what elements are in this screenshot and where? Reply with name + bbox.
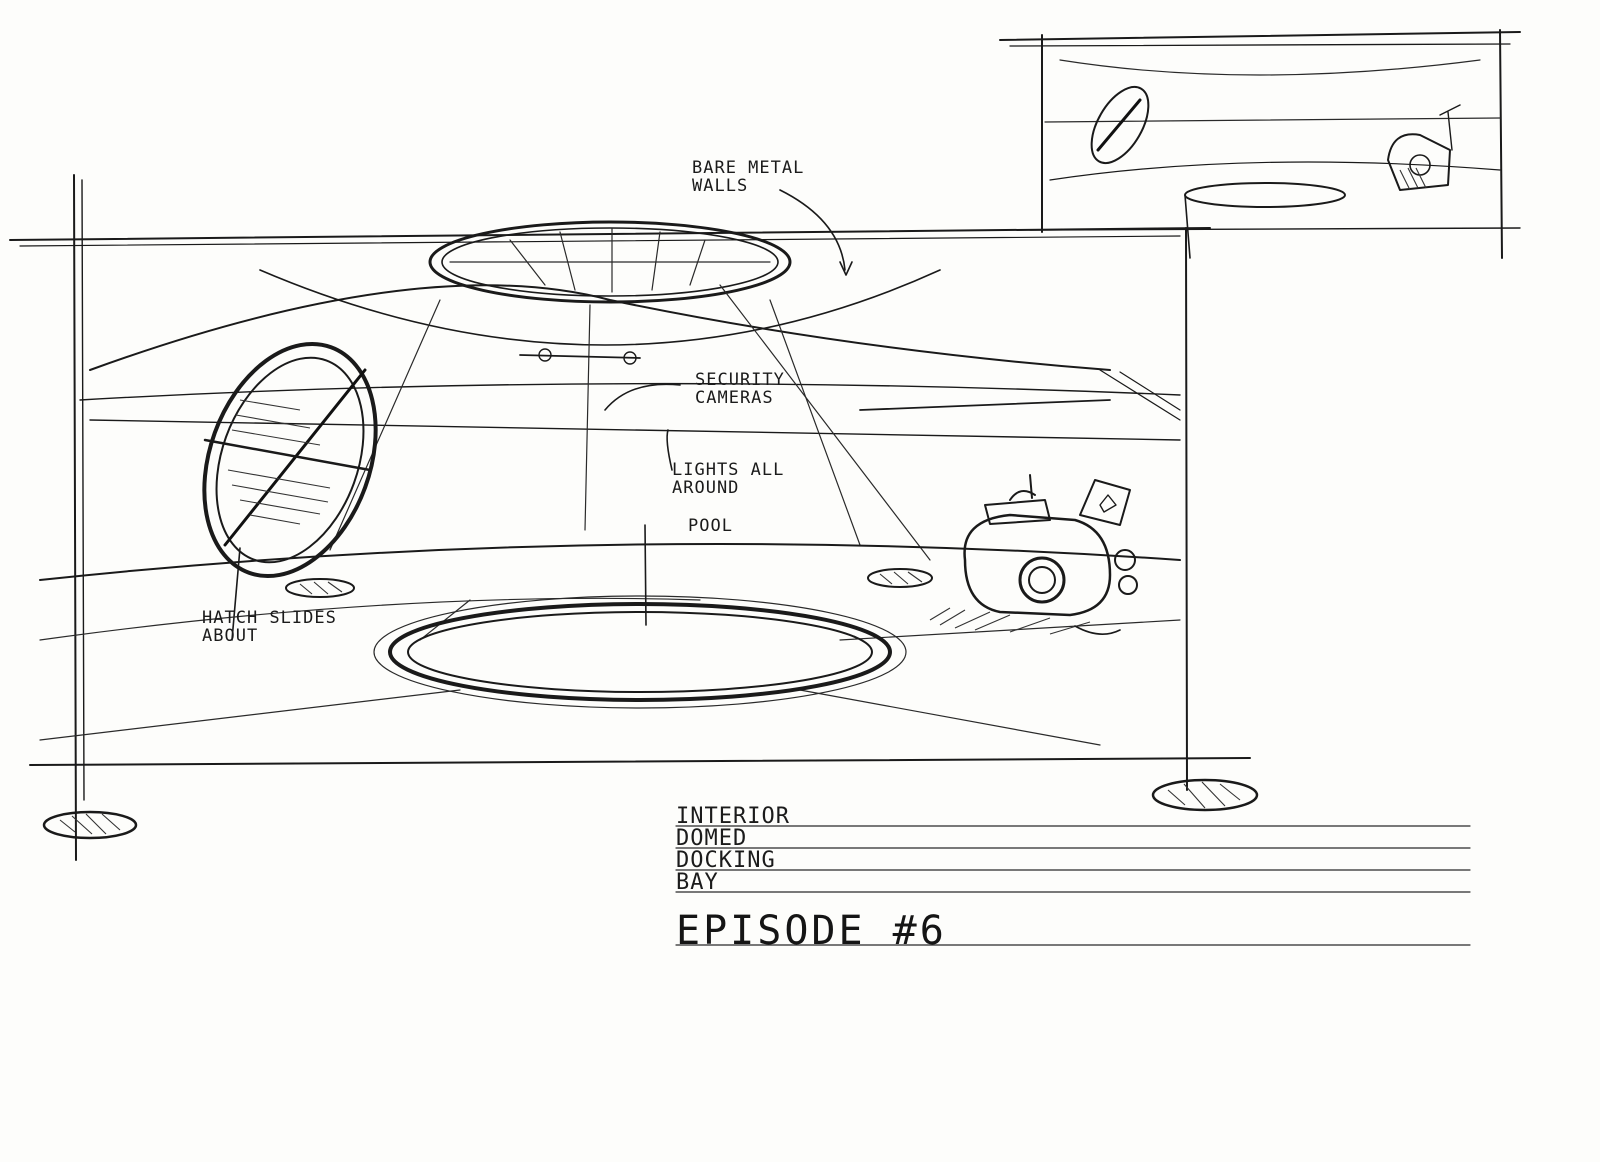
title-line: INTERIOR xyxy=(676,804,790,829)
title-block: INTERIOR DOMED DOCKING BAY xyxy=(676,806,790,894)
title-line: DOCKING xyxy=(676,848,776,873)
annotation-leaders xyxy=(604,189,853,471)
title-rules xyxy=(675,825,1471,946)
label-bare-metal-walls: BARE METAL WALLS xyxy=(692,158,805,196)
episode-label: EPISODE #6 xyxy=(676,908,947,954)
label-hatch-slides-about: HATCH SLIDES ABOUT xyxy=(202,608,337,646)
pool xyxy=(373,524,907,709)
floor-grates xyxy=(42,568,1259,840)
label-security-cameras: SECURITY CAMERAS xyxy=(695,370,785,408)
inset-thumbnail xyxy=(999,29,1521,259)
mini-submarine xyxy=(929,474,1138,635)
frame-lines xyxy=(9,174,1251,861)
title-line: BAY xyxy=(676,870,719,895)
sliding-hatch xyxy=(202,341,378,641)
title-line: DOMED xyxy=(676,826,748,851)
label-pool: POOL xyxy=(688,516,733,536)
label-lights-all-around: LIGHTS ALL AROUND xyxy=(672,460,785,498)
